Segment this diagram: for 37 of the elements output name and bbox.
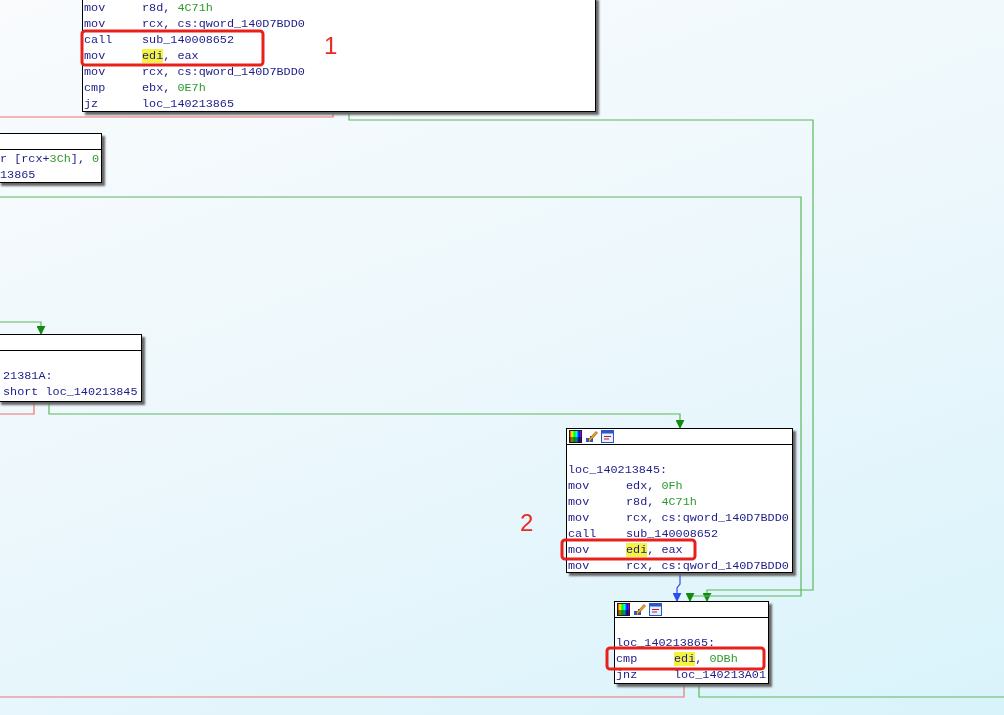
flow-arrow — [348, 111, 814, 602]
code-line: cmp edi, 0DBh — [615, 651, 738, 667]
code-block — [0, 133, 102, 183]
code-line: mov rcx, cs:qword_140D7BDD0 — [567, 558, 789, 574]
flow-arrow — [672, 572, 682, 602]
flow-line — [0, 683, 685, 698]
code-line: r [rcx+3Ch], 0 — [0, 151, 100, 167]
code-line: call sub_140008652 — [567, 526, 719, 542]
code-line: jnz loc_140213A01 — [615, 667, 767, 683]
code-line: cmp ebx, 0E7h — [83, 80, 206, 96]
code-line: loc_140213845: — [567, 462, 668, 478]
code-line: mov edi, eax — [83, 48, 199, 64]
code-block — [82, 0, 596, 112]
code-block — [566, 428, 793, 573]
code-line: 13865 — [0, 167, 36, 183]
flow-arrow — [48, 401, 685, 429]
code-line: mov r8d, 4C71h — [567, 494, 697, 510]
code-line: 21381A: — [2, 368, 53, 384]
code-line: mov edx, 0Fh — [567, 478, 683, 494]
code-line: mov rcx, cs:qword_140D7BDD0 — [83, 64, 305, 80]
flow-arrow — [0, 196, 802, 602]
code-block — [0, 334, 142, 402]
code-line: short loc_140213845 — [2, 384, 138, 400]
callout-number: 1 — [324, 33, 338, 59]
code-line: jz loc_140213865 — [83, 96, 235, 112]
code-line: loc_140213865: — [615, 635, 716, 651]
code-line: mov rcx, cs:qword_140D7BDD0 — [567, 510, 789, 526]
flow-line — [0, 111, 334, 118]
flow-line — [698, 683, 1004, 698]
code-line: mov rcx, cs:qword_140D7BDD0 — [83, 16, 305, 32]
code-line: mov r8d, 4C71h — [83, 0, 213, 16]
code-line: mov edi, eax — [567, 542, 683, 558]
code-block — [614, 601, 769, 684]
flow-arrow — [0, 321, 46, 335]
callout-number: 2 — [520, 510, 534, 536]
code-line: call sub_140008652 — [83, 32, 235, 48]
flow-line — [0, 401, 35, 415]
